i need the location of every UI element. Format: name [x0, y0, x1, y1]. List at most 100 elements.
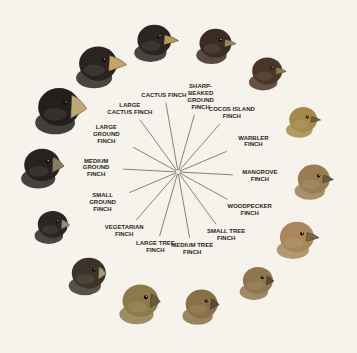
species-label: MEDIUM TREE FINCH — [169, 242, 215, 256]
spoke-line — [179, 124, 220, 171]
spoke-line — [140, 120, 177, 171]
finch-eye-glint — [262, 276, 263, 277]
species-label: COCOS ISLAND FINCH — [209, 106, 255, 120]
finch-head — [182, 290, 219, 325]
finch-head — [286, 107, 321, 138]
finch-beak — [61, 219, 70, 229]
finch-eye — [300, 232, 304, 236]
finch-skull — [72, 258, 106, 289]
finch-beak — [164, 35, 179, 45]
finch-eye — [261, 276, 264, 279]
finch-beak — [266, 276, 274, 285]
finch-shading — [43, 108, 66, 121]
species-label: LARGE GROUND FINCH — [83, 124, 129, 145]
finch-shading — [204, 44, 222, 54]
finch-eye-glint — [302, 232, 303, 233]
finch-head — [295, 165, 334, 200]
finch-eye-glint — [220, 39, 221, 40]
finch-beak — [71, 95, 87, 118]
finch-eye-glint — [48, 160, 49, 161]
finch-head — [249, 57, 286, 90]
spoke-line — [180, 173, 228, 199]
species-label: WOODPECKER FINCH — [227, 203, 273, 217]
finch-eye-glint — [94, 268, 95, 269]
finch-eye-glint — [159, 35, 160, 36]
finch-beak — [210, 299, 219, 310]
finch-eye — [205, 299, 209, 303]
species-label: VEGETARIAN FINCH — [101, 224, 147, 238]
finch-beak — [98, 267, 106, 280]
finch-shading — [256, 72, 273, 81]
finch-shading — [29, 166, 49, 177]
spoke-line — [178, 174, 189, 238]
finch-shading — [293, 120, 308, 128]
finch-eye — [63, 100, 68, 105]
spoke-line — [133, 147, 176, 171]
spoke-line — [166, 103, 178, 170]
finch-head — [35, 211, 70, 244]
finch-eye — [102, 58, 106, 62]
finch-eye — [144, 295, 148, 299]
finch-shading — [42, 225, 59, 234]
finch-eye — [317, 174, 321, 178]
finch-head — [35, 88, 87, 134]
finch-eye — [56, 220, 59, 223]
finch-head — [134, 25, 178, 62]
finch-beak — [52, 157, 64, 173]
species-label: MANGROVE FINCH — [237, 169, 283, 183]
spoke-line — [180, 172, 233, 175]
finch-head — [240, 267, 274, 300]
spoke-line — [180, 151, 227, 171]
finch-eye-glint — [318, 175, 319, 176]
finch-shading — [84, 65, 105, 76]
finch-eye-glint — [65, 101, 66, 102]
finch-beak — [150, 294, 160, 308]
finch-shading — [302, 180, 320, 190]
spoke-line — [179, 174, 216, 225]
finch-eye — [219, 38, 223, 42]
species-label: MEDIUM GROUND FINCH — [73, 158, 119, 179]
finch-head — [119, 285, 160, 325]
finch-skull — [243, 267, 273, 294]
finch-beak — [323, 175, 334, 183]
finch-eye — [270, 66, 273, 69]
finch-shading — [76, 274, 95, 284]
species-label: SMALL TREE FINCH — [203, 228, 249, 242]
finch-shading — [247, 281, 264, 290]
finch-eye-glint — [206, 300, 207, 301]
finch-eye — [306, 115, 309, 118]
species-label: SMALL GROUND FINCH — [80, 192, 126, 213]
finch-eye-glint — [307, 116, 308, 117]
species-label: CACTUS FINCH — [141, 92, 187, 99]
spoke-line — [123, 169, 176, 172]
finch-head — [277, 222, 319, 259]
finch-eye-glint — [104, 58, 105, 59]
spoke-lines — [123, 103, 233, 238]
finch-heads — [21, 25, 333, 325]
finch-eye-glint — [146, 296, 147, 297]
finch-beak — [275, 67, 286, 75]
finch-eye — [46, 159, 50, 163]
finch-shading — [127, 302, 147, 313]
species-label: LARGE TREE FINCH — [132, 240, 178, 254]
finch-beak — [109, 56, 127, 72]
species-label: LARGE CACTUS FINCH — [107, 102, 153, 116]
finch-eye — [92, 268, 96, 272]
finch-head — [196, 29, 236, 64]
finch-shading — [142, 41, 161, 51]
finch-eye — [158, 35, 162, 39]
finch-head — [76, 47, 126, 89]
finch-head — [69, 258, 106, 295]
spoke-line — [129, 173, 176, 193]
finch-beak — [224, 39, 236, 47]
finch-beak — [311, 117, 321, 123]
finch-eye-glint — [272, 67, 273, 68]
finch-head — [21, 149, 64, 189]
species-label: WARBLER FINCH — [231, 135, 277, 149]
finch-shading — [190, 305, 208, 315]
finch-eye-glint — [57, 220, 58, 221]
spoke-line — [136, 174, 177, 221]
finch-shading — [284, 238, 303, 248]
